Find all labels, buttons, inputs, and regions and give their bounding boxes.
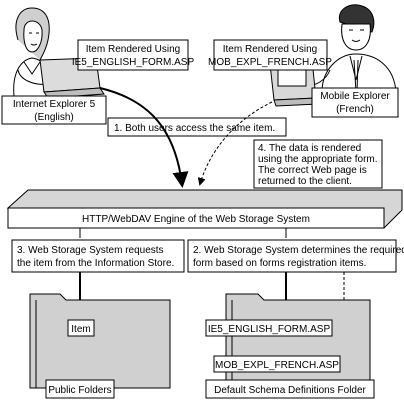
step2-line2: form based on forms registration items. <box>193 258 366 269</box>
mobile-client-line2: (French) <box>336 104 374 115</box>
man-user-illustration <box>305 4 397 93</box>
schema-folder-label: Default Schema Definitions Folder <box>214 385 366 396</box>
ie5-form-item-box <box>205 319 333 337</box>
ie5-form-callout-line2: IE5_ENGLISH_FORM.ASP <box>72 57 195 68</box>
step4-box <box>253 139 383 189</box>
mob-form-item-box <box>213 355 341 373</box>
step2-box <box>187 239 397 273</box>
mobile-client-box <box>311 87 399 118</box>
step4-line4: returned to the client. <box>258 176 352 187</box>
webdav-engine-block <box>6 189 403 229</box>
step1-box <box>107 117 287 137</box>
public-folders-label-box <box>45 379 115 399</box>
mob-form-callout-line1: Item Rendered Using <box>223 44 318 55</box>
mobile-request-arrow <box>197 101 273 186</box>
schema-folder-icon <box>225 293 371 389</box>
step3-line2: the item from the Information Store. <box>17 258 174 269</box>
ie5-request-arrow <box>99 87 189 188</box>
ie5-client-line1: Internet Explorer 5 <box>13 99 96 110</box>
step4-line1: 4. The data is rendered <box>258 143 361 154</box>
ie5-client-box <box>1 95 107 125</box>
mob-form-callout-line2: MOB_EXPL_FRENCH.ASP <box>208 57 332 68</box>
ie5-form-callout-line1: Item Rendered Using <box>86 44 181 55</box>
step1-text: 1. Both users access the same item. <box>114 123 275 134</box>
step4-line2: using the appropriate form. <box>258 154 378 165</box>
step3-line1: 3. Web Storage System requests <box>17 245 164 256</box>
mobile-client-line1: Mobile Explorer <box>320 91 390 102</box>
public-folders-label: Public Folders <box>48 385 111 396</box>
ie5-form-item: IE5_ENGLISH_FORM.ASP <box>208 324 331 335</box>
ie5-form-callout <box>77 39 189 71</box>
schema-folder-label-box <box>205 379 375 399</box>
mob-form-callout <box>213 39 328 71</box>
mob-form-item: MOB_EXPL_FRENCH.ASP <box>215 360 339 371</box>
item-box <box>67 319 95 337</box>
ie5-client-line2: (English) <box>34 112 73 123</box>
public-folder-icon <box>29 293 171 389</box>
engine-label: HTTP/WebDAV Engine of the Web Storage Sy… <box>82 214 310 225</box>
step4-line3: The correct Web page is <box>258 165 367 176</box>
step2-line1: 2. Web Storage System determines the req… <box>193 245 404 256</box>
item-label: Item <box>71 324 90 335</box>
step3-box <box>11 239 185 273</box>
